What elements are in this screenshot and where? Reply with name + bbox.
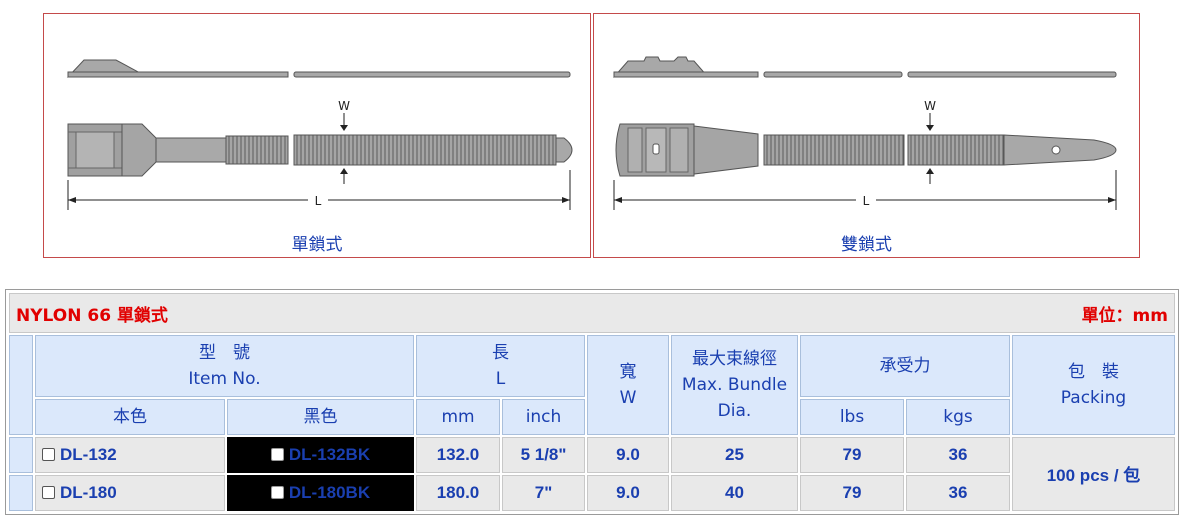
length-header-en: L	[495, 369, 506, 390]
select-checkbox[interactable]	[42, 447, 55, 461]
table-title: NYLON 66 單鎖式	[16, 305, 168, 326]
length-inch-cell: 5 1/8"	[502, 436, 585, 473]
select-checkbox[interactable]	[42, 485, 55, 499]
double-lock-tie-drawing: W L	[612, 56, 1117, 210]
black-item-no: DL-132BK	[288, 444, 371, 464]
length-mm-cell: 180.0	[416, 474, 500, 511]
mm-header: mm	[416, 399, 500, 435]
single-w-label: W	[338, 99, 350, 113]
natural-item-no: DL-180	[60, 482, 117, 502]
double-l-label: L	[863, 194, 870, 208]
bundle-header-en-2: Dia.	[717, 400, 752, 421]
single-lock-caption: 單鎖式	[291, 235, 343, 255]
double-lock-diagram-panel: W L 雙鎖式	[593, 13, 1140, 258]
black-color-header: 黑色	[227, 399, 414, 435]
black-item-cell: DL-180BK	[227, 474, 414, 511]
natural-item-cell: DL-180	[35, 474, 225, 511]
spec-table-container: NYLON 66 單鎖式 單位：mm 型 號 Item No. 長 L 寬 W …	[5, 289, 1179, 515]
tensile-header: 承受力	[800, 335, 1010, 398]
table-title-bar: NYLON 66 單鎖式 單位：mm	[9, 293, 1175, 334]
width-header: 寬 W	[587, 335, 669, 435]
width-cell: 9.0	[587, 474, 669, 511]
kgs-cell: 36	[906, 474, 1010, 511]
kgs-cell: 36	[906, 436, 1010, 473]
item-no-header-en: Item No.	[188, 369, 261, 390]
bundle-dia-header: 最大束線徑 Max. Bundle Dia.	[671, 335, 798, 435]
select-checkbox[interactable]	[270, 447, 284, 461]
length-mm-cell: 132.0	[416, 436, 500, 473]
width-header-en: W	[619, 387, 637, 408]
lbs-header: lbs	[800, 399, 904, 435]
natural-item-cell: DL-132	[35, 436, 225, 473]
spec-table: NYLON 66 單鎖式 單位：mm 型 號 Item No. 長 L 寬 W …	[7, 291, 1177, 513]
bundle-header-zh: 最大束線徑	[692, 348, 777, 369]
table-row: DL-132 DL-132BK 132.0 5 1/8" 9.0 25 79 3…	[9, 436, 1175, 511]
inch-header: inch	[502, 399, 585, 435]
lbs-cell: 79	[800, 436, 904, 473]
row-stub	[9, 436, 33, 473]
width-header-zh: 寬	[619, 361, 637, 382]
natural-item-no: DL-132	[60, 444, 117, 464]
length-header: 長 L	[416, 335, 585, 398]
packing-header: 包 裝 Packing	[1012, 335, 1175, 435]
length-inch-cell: 7"	[502, 474, 585, 511]
select-checkbox[interactable]	[270, 485, 284, 499]
natural-color-header: 本色	[35, 399, 225, 435]
black-item-cell: DL-132BK	[227, 436, 414, 473]
single-lock-diagram-panel: W L 單鎖式	[43, 13, 591, 258]
packing-header-zh: 包 裝	[1068, 361, 1119, 382]
item-no-header-zh: 型 號	[199, 343, 250, 364]
single-l-label: L	[315, 194, 322, 208]
packing-header-en: Packing	[1060, 387, 1127, 408]
tensile-header-zh: 承受力	[879, 356, 931, 377]
length-header-zh: 長	[492, 343, 509, 364]
bundle-header-en-1: Max. Bundle	[681, 374, 788, 395]
packing-cell: 100 pcs / 包	[1012, 436, 1175, 511]
lbs-cell: 79	[800, 474, 904, 511]
table-row: DL-180 DL-180BK 180.0 7" 9.0 40 79 36	[9, 474, 1175, 511]
item-no-header: 型 號 Item No.	[35, 335, 414, 398]
double-w-label: W	[924, 99, 936, 113]
black-item-no: DL-180BK	[288, 482, 371, 502]
row-header-stub	[9, 335, 33, 435]
row-stub	[9, 474, 33, 511]
unit-label: 單位：mm	[1081, 305, 1168, 326]
bundle-dia-cell: 25	[671, 436, 798, 473]
kgs-header: kgs	[906, 399, 1010, 435]
bundle-dia-cell: 40	[671, 474, 798, 511]
double-lock-caption: 雙鎖式	[841, 235, 892, 255]
width-cell: 9.0	[587, 436, 669, 473]
single-lock-tie-drawing: W L	[66, 59, 573, 210]
